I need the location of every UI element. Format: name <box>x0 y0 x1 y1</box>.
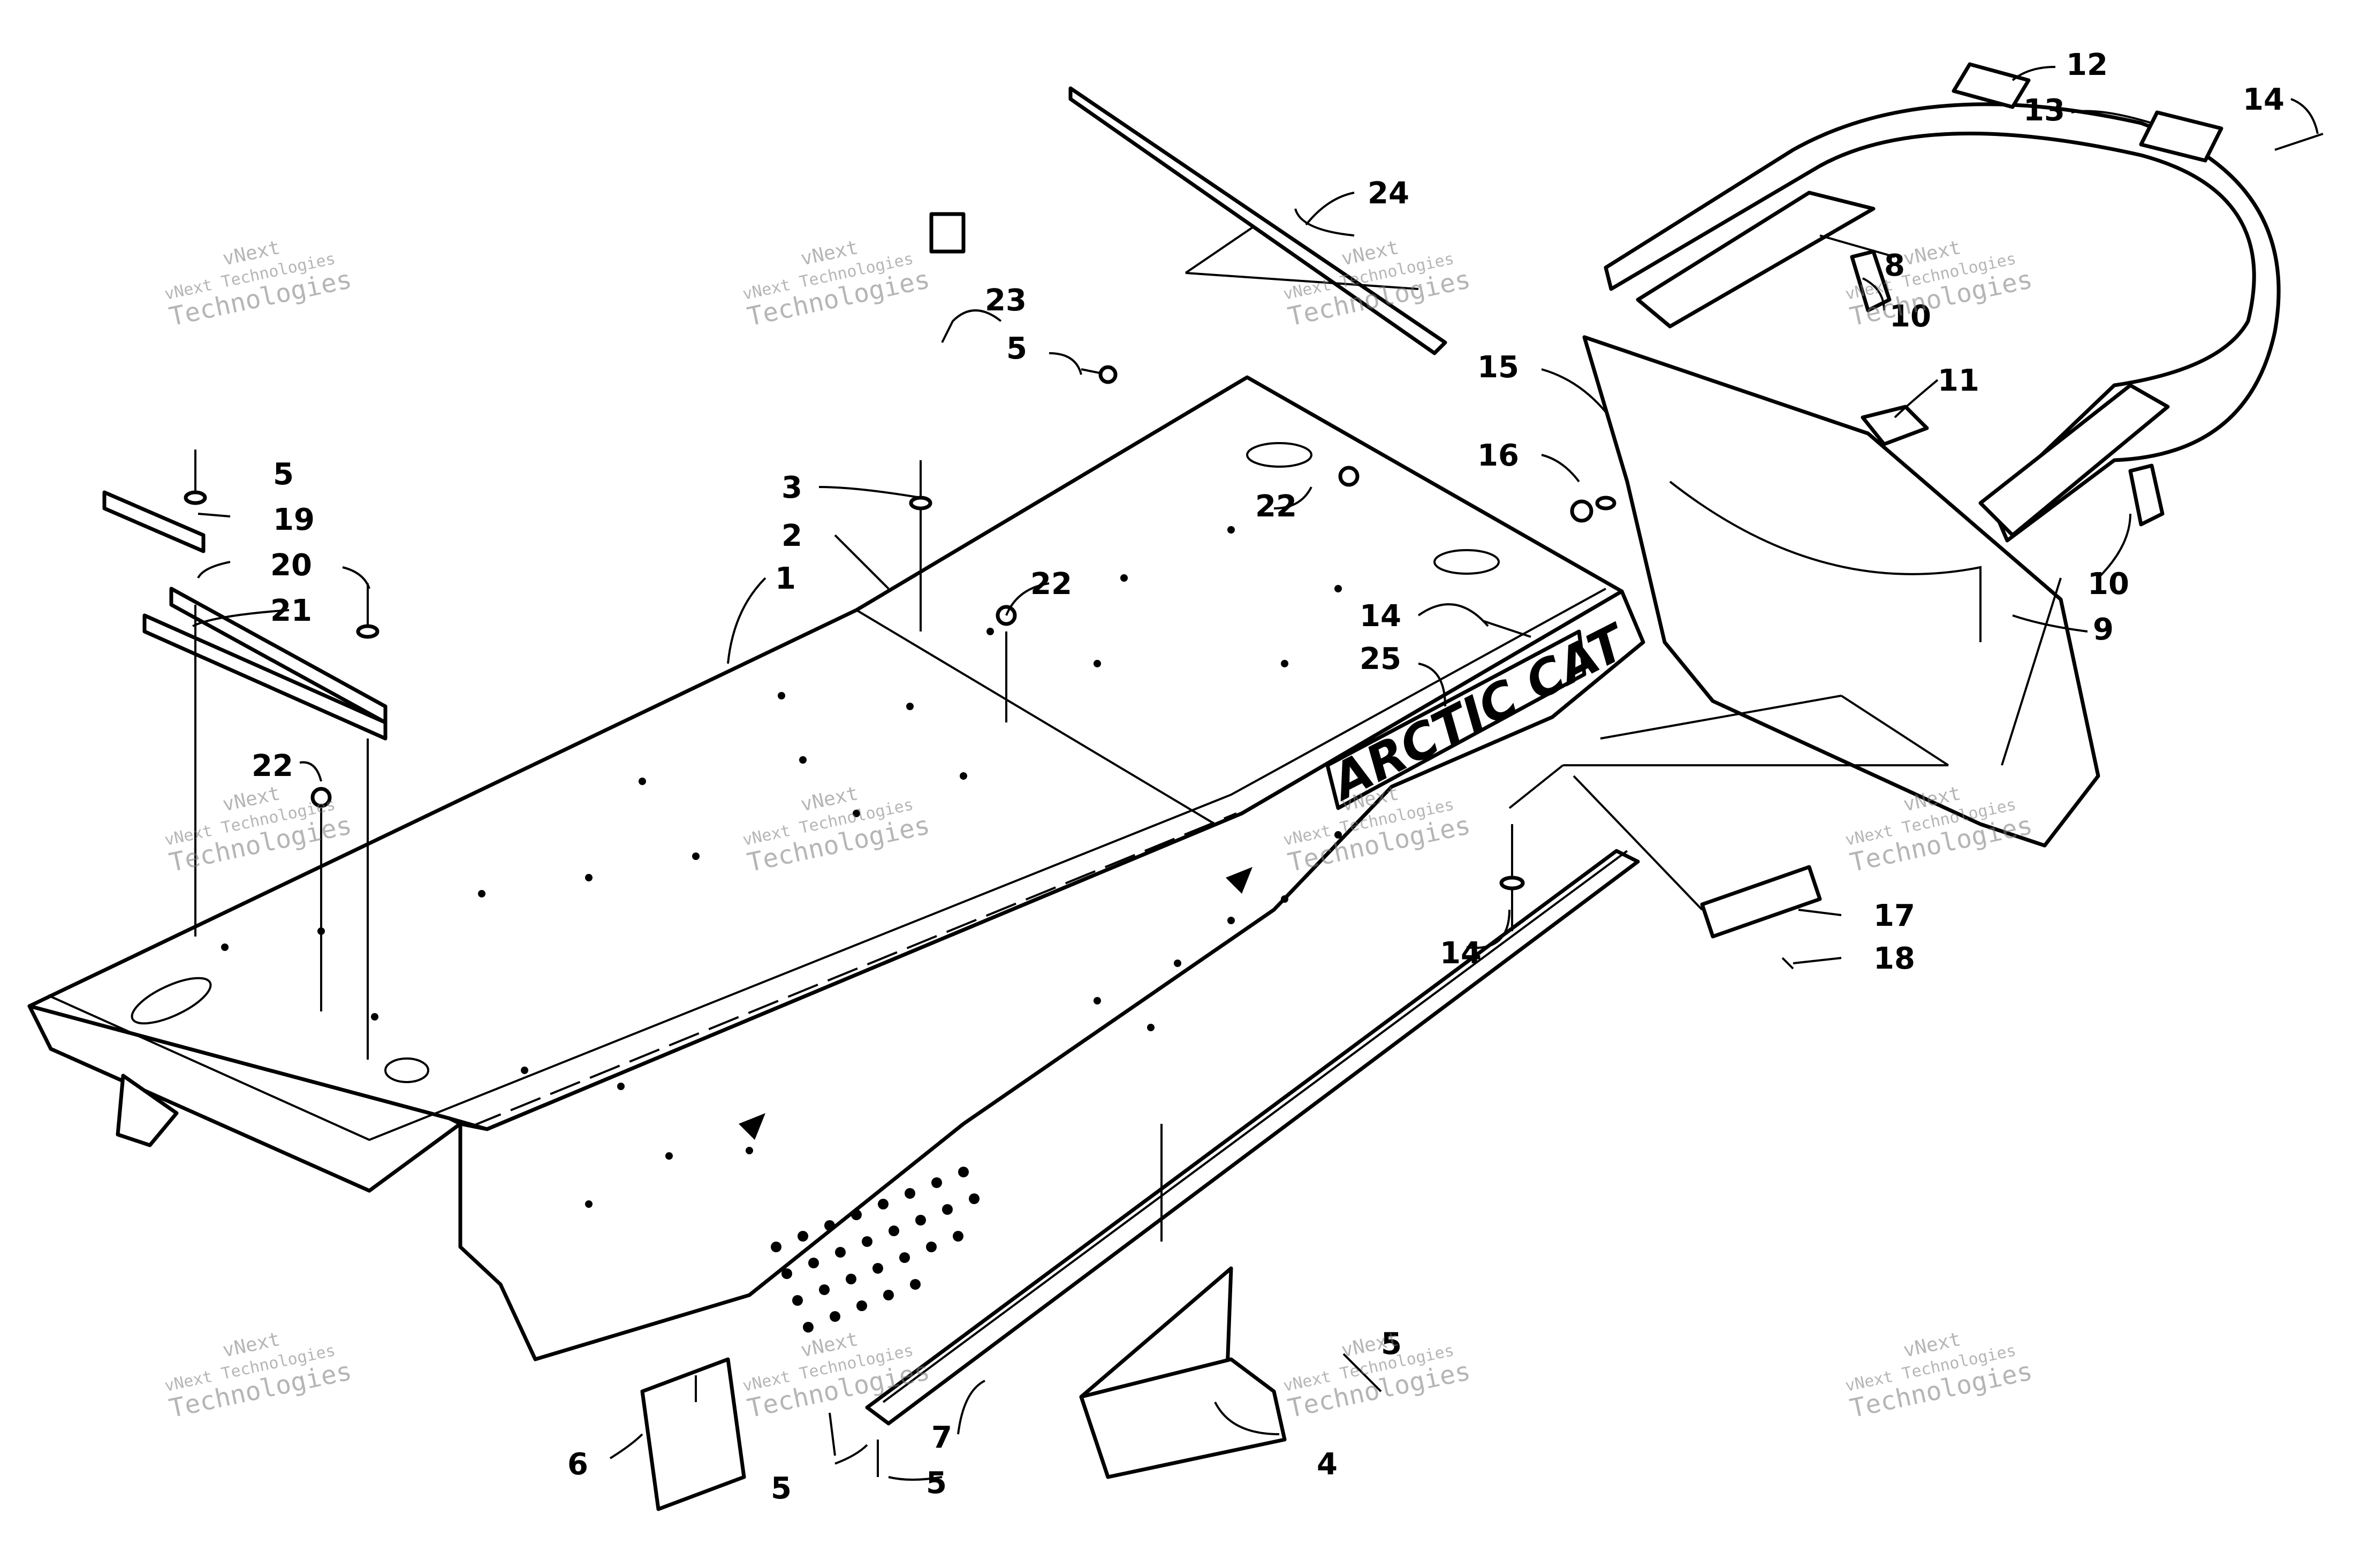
callout-5-c: 5 <box>771 1471 792 1506</box>
callout-3: 3 <box>781 470 802 505</box>
callout-21: 21 <box>270 593 312 628</box>
watermark-11: vNext vNext Technologies Technologies <box>1281 1328 1473 1424</box>
callout-18: 18 <box>1873 941 1915 976</box>
callout-22-b: 22 <box>1030 567 1072 602</box>
callout-13: 13 <box>2023 93 2065 128</box>
callout-16: 16 <box>1477 438 1519 473</box>
watermark-1: vNext vNext Technologies Technologies <box>163 237 354 332</box>
callout-7: 7 <box>931 1420 952 1455</box>
callout-25: 25 <box>1360 642 1401 676</box>
callout-5-d: 5 <box>926 1466 947 1501</box>
callout-1: 1 <box>775 561 796 596</box>
callout-22-c: 22 <box>1255 489 1297 524</box>
callout-24: 24 <box>1368 176 1409 211</box>
callout-10-b: 10 <box>2087 567 2129 602</box>
bracket-4 <box>1079 1266 1287 1479</box>
callout-5-a: 5 <box>273 457 294 492</box>
callout-23: 23 <box>985 283 1027 318</box>
bracket-21 <box>142 587 388 741</box>
watermark-3: vNext vNext Technologies Technologies <box>1281 237 1473 332</box>
tunnel-assembly <box>27 375 1645 1361</box>
callout-14-c: 14 <box>1440 936 1482 971</box>
callout-2: 2 <box>781 519 802 553</box>
watermark-12: vNext vNext Technologies Technologies <box>1843 1328 2035 1424</box>
callout-14-a: 14 <box>2243 82 2284 117</box>
callout-9: 9 <box>2093 612 2114 647</box>
callout-20: 20 <box>270 548 312 583</box>
tunnel-holes <box>221 526 1342 1208</box>
callout-5-b: 5 <box>1006 331 1027 366</box>
callout-8: 8 <box>1884 248 1905 283</box>
callout-17: 17 <box>1873 899 1915 933</box>
callout-4: 4 <box>1317 1447 1338 1482</box>
callout-19: 19 <box>273 503 315 537</box>
watermark-5: vNext vNext Technologies Technologies <box>163 782 354 878</box>
watermark-9: vNext vNext Technologies Technologies <box>163 1328 354 1424</box>
grabbar-8 <box>1604 102 2281 543</box>
panel-24 <box>1068 86 1447 355</box>
alignment-lines <box>194 508 2062 1402</box>
fasteners <box>184 133 2324 1477</box>
callout-5-e: 5 <box>1381 1327 1402 1361</box>
callout-10-a: 10 <box>1889 299 1931 334</box>
callout-leaders <box>192 66 2319 1481</box>
rail-7 <box>865 849 1640 1426</box>
plate-6 <box>640 1357 746 1511</box>
callout-11: 11 <box>1938 363 1979 398</box>
callout-12: 12 <box>2066 48 2108 82</box>
hardware <box>1850 62 2223 527</box>
tunnel-vent-holes <box>771 1167 980 1333</box>
watermark-2: vNext vNext Technologies Technologies <box>741 237 932 332</box>
plate-19 <box>102 490 206 553</box>
housing-9 <box>1582 335 2100 848</box>
callout-15: 15 <box>1477 350 1519 385</box>
callout-6: 6 <box>567 1447 588 1482</box>
callout-22-a: 22 <box>252 749 293 783</box>
reflector-17 <box>1700 865 1822 939</box>
callout-labels: 1 2 3 4 5 5 5 5 5 5 6 7 8 9 10 10 11 12 … <box>252 48 2284 1506</box>
callout-14-b: 14 <box>1360 599 1401 634</box>
